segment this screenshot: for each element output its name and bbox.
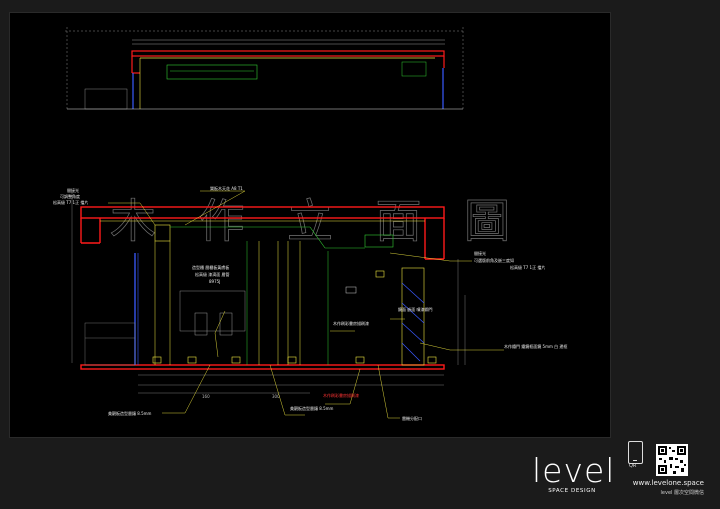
label-right-top-1: 間接光 [474, 250, 486, 256]
qr-code-icon [656, 444, 688, 476]
label-center-cabinet-1: 造型櫃 層櫃板黃膚板 [192, 264, 229, 270]
brand-logo: level SPACE DESIGN [532, 451, 616, 494]
elevation-drawing: 木作立面圖 [53, 27, 567, 421]
label-right-top-3: 松高級 T7 1正 擋片 [510, 264, 545, 270]
drawing-sheet: 木作立面圖 [9, 12, 611, 438]
label-bottom-red: 木作刷彩書房描刷漆 [323, 392, 359, 398]
dim-bottom-center: 300 [272, 394, 280, 399]
label-center-cabinet-2: 松高級 漆滴面 層管 [195, 271, 230, 277]
website-link[interactable]: www.levelone.space [632, 479, 704, 487]
label-top-left-3: 松高級 T7 1正 擋片 [53, 199, 88, 205]
label-bottom-right: 雷機分配口 [402, 415, 422, 421]
label-bottom-left: 美觀板造型層鑲 8.5mm [108, 410, 152, 416]
label-top-center: 樂板木天花 A8 T1 [210, 185, 243, 191]
label-top-left-1: 間接光 [67, 187, 79, 193]
annotation-labels: 間接光 可調整角度 松高級 T7 1正 擋片 樂板木天花 A8 T1 間接光 可… [53, 185, 567, 421]
label-bottom-center: 美觀板造型層鑲 8.5mm [290, 405, 334, 411]
leader-lines [108, 190, 504, 419]
top-section [65, 27, 465, 110]
label-right-top-2: 可選版前角及嵌三度如 [474, 257, 514, 263]
main-elevation: 160 300 [71, 191, 466, 399]
dim-bottom-left: 160 [202, 394, 210, 399]
label-right-mid: 鏡面 嵌面 噴漆鋼門 [398, 306, 433, 312]
brand-tagline: SPACE DESIGN [548, 488, 596, 494]
phone-icon [628, 441, 643, 464]
qr-label: QR [629, 463, 637, 469]
label-center-cabinet-3: 8975J [209, 279, 220, 284]
label-right-low: 木作鐵門 鐵鏡框面鏡 5mm 白 邊框 [504, 343, 567, 349]
brand-name: level [532, 451, 616, 490]
wechat-caption: level 層次空間微信 [660, 490, 704, 496]
label-center-mid: 木作刷彩書房描刷漆 [333, 320, 369, 326]
label-top-left-2: 可調整角度 [60, 193, 80, 199]
